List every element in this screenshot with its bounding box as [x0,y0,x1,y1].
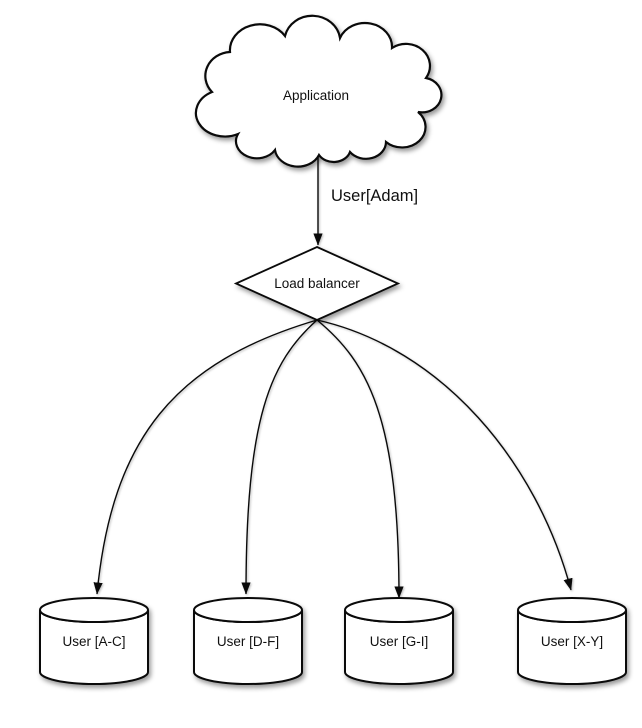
shard-d-f-label: User [D-F] [217,634,279,649]
load-balancer-label: Load balancer [274,276,360,291]
diamond-node-load-balancer [233,246,401,321]
shard-a-c-label: User [A-C] [62,634,125,649]
cloud-shape [194,14,443,168]
cloud-node-application [194,14,443,168]
edge-load-balancer-to-shard-a-c [93,319,318,595]
cylinder-node-shard-d-f [193,597,303,685]
cylinder-top [517,597,627,623]
shard-g-i-label: User [G-I] [370,634,429,649]
cylinder-node-shard-g-i [344,597,454,685]
cylinder-node-shard-a-c [39,597,149,685]
cylinder-top [39,597,149,623]
edge-load-balancer-to-shard-g-i [316,319,404,599]
edge-label-user-adam: User[Adam] [331,187,418,205]
application-label: Application [283,88,349,103]
cylinder-top [344,597,454,623]
edge-load-balancer-to-shard-d-f [241,319,318,595]
cylinder-top [193,597,303,623]
diamond-shape [233,246,401,321]
shard-x-y-label: User [X-Y] [541,634,603,649]
cylinder-node-shard-x-y [517,597,627,685]
edges-layer [93,155,573,599]
edge-load-balancer-to-shard-x-y [316,319,573,591]
